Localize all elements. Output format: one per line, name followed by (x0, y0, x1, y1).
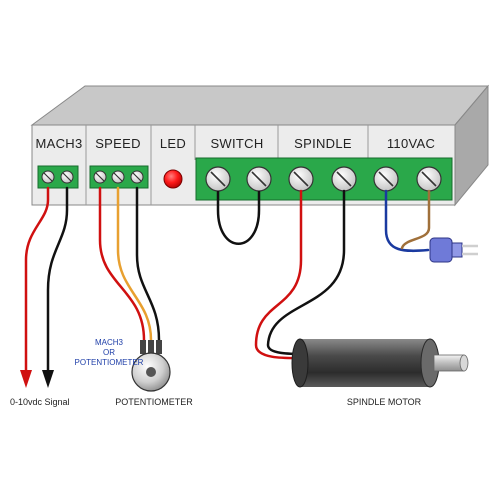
screw-terminal-icon (246, 166, 272, 192)
screw-terminal-icon (111, 170, 125, 184)
terminal-block-main (195, 157, 453, 201)
led-indicator-icon (163, 169, 183, 189)
screw-terminal-icon (331, 166, 357, 192)
wire-red-speed (98, 186, 146, 342)
wire-black-spindle (266, 189, 346, 356)
mach3-signal-wires (24, 186, 69, 374)
wire-red-spindle (254, 189, 307, 360)
wire-red-signal (24, 186, 50, 374)
screw-terminal-icon (93, 170, 107, 184)
screw-terminal-icon (416, 166, 442, 192)
potentiometer-icon (131, 340, 171, 392)
label-mach3: MACH3 (35, 136, 82, 151)
label-spindle: SPINDLE (294, 136, 352, 151)
screw-terminal-icon (373, 166, 399, 192)
screw-terminal-icon (130, 170, 144, 184)
label-switch: SWITCH (210, 136, 263, 151)
label-speed: SPEED (95, 136, 141, 151)
potentiometer-caption: POTENTIOMETER (115, 397, 193, 407)
spindle-motor-icon (291, 338, 469, 388)
ac-wires (384, 189, 431, 253)
arrow-down-icon (42, 370, 54, 388)
note-line-3: POTENTIOMETER (75, 358, 144, 367)
wire-blue-ac (384, 189, 430, 253)
note-line-2: OR (103, 348, 115, 357)
spindle-motor-caption: SPINDLE MOTOR (347, 397, 422, 407)
screw-terminal-icon (41, 170, 55, 184)
ac-plug-icon (429, 237, 478, 263)
speed-wires (98, 186, 161, 342)
terminal-block-speed (89, 165, 149, 189)
label-110vac: 110VAC (387, 136, 435, 151)
switch-jumper-wire (216, 191, 261, 245)
label-led: LED (160, 136, 186, 151)
note-line-1: MACH3 (95, 338, 124, 347)
terminal-block-mach3 (37, 165, 79, 189)
mach3-or-potentiometer-note: MACH3 OR POTENTIOMETER (75, 338, 144, 367)
screw-terminal-icon (60, 170, 74, 184)
screw-terminal-icon (205, 166, 231, 192)
wire-black-speed (135, 186, 161, 342)
signal-caption: 0-10vdc Signal (10, 397, 70, 407)
section-dividers (85, 125, 369, 205)
screw-terminal-icon (288, 166, 314, 192)
wire-orange-speed (116, 186, 153, 342)
wire-brown-ac (400, 189, 431, 250)
box-top-face (30, 85, 490, 126)
spindle-wires (254, 189, 346, 360)
wire-black-signal (46, 186, 69, 374)
arrow-down-icon (20, 370, 32, 388)
